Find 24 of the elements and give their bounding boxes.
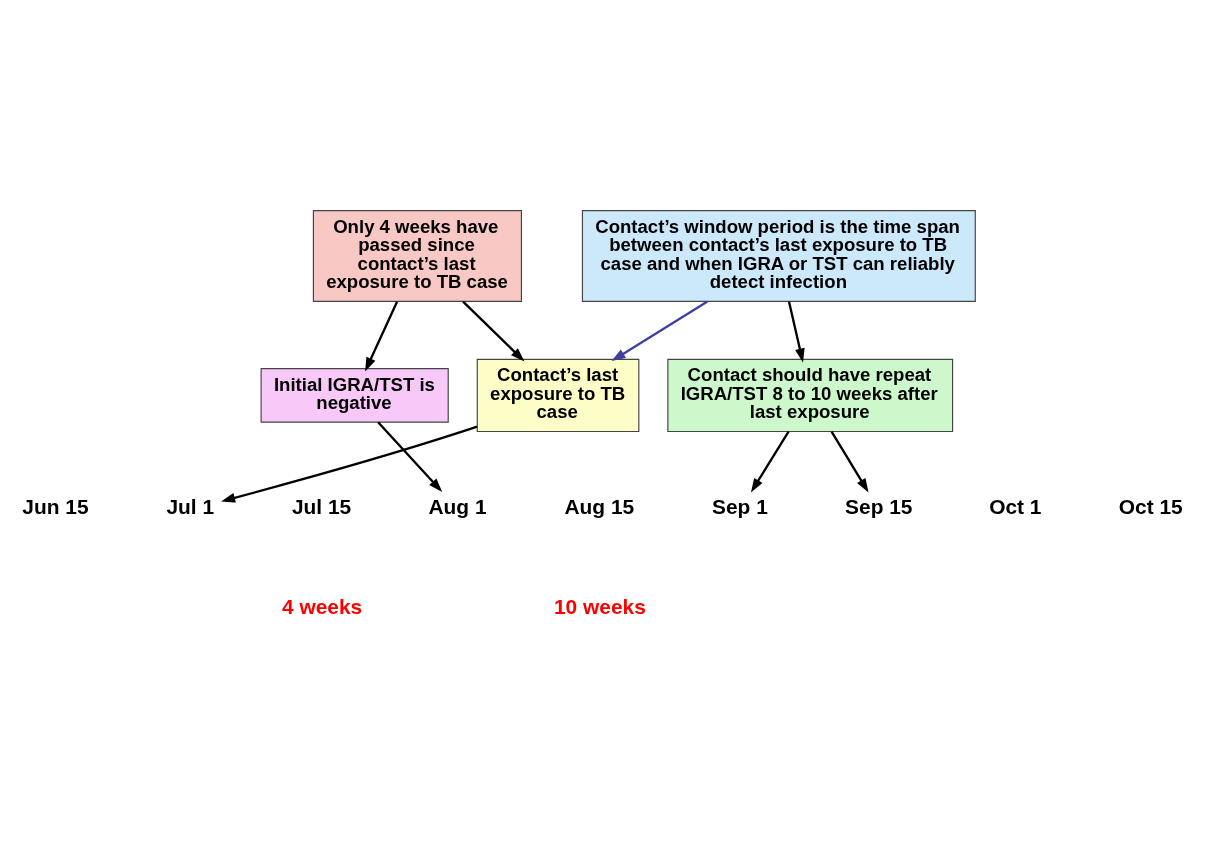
node-text: Oct 15: [1118, 495, 1183, 519]
arrow: [787, 301, 805, 363]
node-text: Jul 1: [166, 495, 215, 519]
node-text: Sep 1: [712, 495, 768, 519]
arrow: [377, 421, 443, 493]
node-text: Aug 15: [564, 495, 635, 519]
node-text: Jul 15: [291, 495, 352, 519]
arrow: [365, 301, 399, 372]
label: 10 weeks: [553, 595, 646, 619]
node-text: Oct 1: [989, 495, 1042, 519]
node-text: Aug 1: [428, 495, 487, 519]
arrow: [611, 300, 709, 362]
node-box: Contact’s last exposure to TB case: [476, 358, 640, 433]
arrow: [830, 431, 869, 493]
node-box: Contact’s window period is the time span between contact’s last exposure to TB case and when IGRA or TST can reliably detect infection: [581, 210, 976, 302]
label: 4 weeks: [282, 595, 363, 619]
node-box: Initial IGRA/TST is negative: [260, 368, 449, 423]
node-box: Only 4 weeks have passed since contact’s last exposure to TB case: [312, 210, 523, 302]
node-text: Sep 15: [845, 495, 913, 519]
arrow: [462, 300, 525, 362]
node-text: Jun 15: [22, 495, 89, 519]
arrow: [221, 425, 478, 503]
arrow: [751, 431, 790, 493]
node-box: Contact should have repeat IGRA/TST 8 to 10 weeks after last exposure: [667, 358, 954, 433]
